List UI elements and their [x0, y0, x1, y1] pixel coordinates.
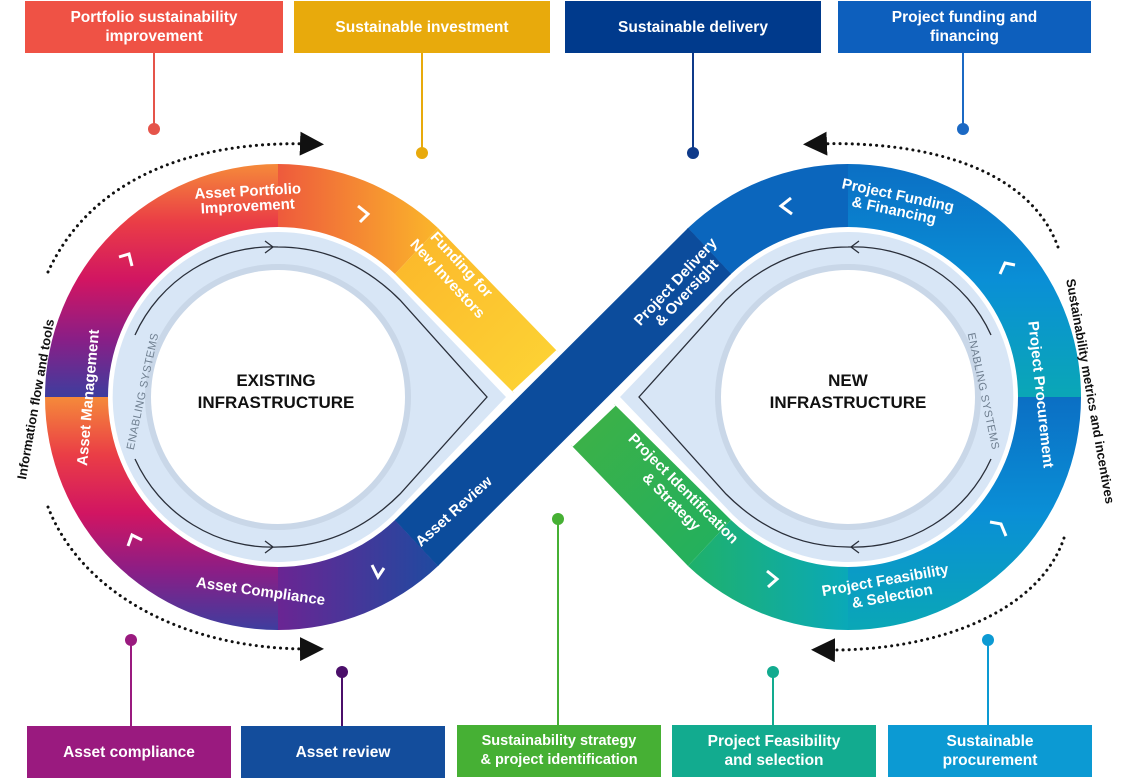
chevrons [118, 196, 1016, 589]
connector-dot [148, 123, 160, 135]
stage-asset-portfolio: Improvement [200, 196, 295, 218]
right-center-title: NEW [828, 371, 869, 390]
box-sustainable-procurement: Sustainable procurement [888, 725, 1092, 777]
stage-asset-portfolio: Asset Portfolio [194, 180, 301, 203]
band-segment [688, 164, 848, 274]
connector-dot [416, 147, 428, 159]
box-line: Asset review [295, 743, 391, 761]
box-project-funding: Project funding and financing [838, 1, 1091, 53]
connector-dot [767, 666, 779, 678]
box-asset-review: Asset review [241, 726, 445, 778]
separator [512, 350, 560, 395]
chevron-icon [998, 261, 1016, 275]
box-project-feasibility: Project Feasibility and selection [672, 725, 876, 777]
dotted-arrows [46, 131, 1066, 663]
left-center-title: INFRASTRUCTURE [198, 393, 355, 412]
box-asset-compliance: Asset compliance [27, 726, 231, 778]
box-sustainable-delivery: Sustainable delivery [565, 1, 821, 53]
right-center-title: INFRASTRUCTURE [770, 393, 927, 412]
chevron-icon [370, 564, 386, 580]
band-segment [688, 520, 848, 630]
band-segment [45, 164, 278, 397]
box-line: Sustainable delivery [618, 18, 768, 36]
connectors-bottom [125, 513, 994, 726]
right-cycle-arrow-icon [849, 540, 860, 554]
band-segment-funding [395, 228, 558, 393]
left-center-circle [151, 270, 405, 524]
box-sustainability-strategy: Sustainability strategy & project identif… [457, 725, 661, 777]
left-loop [45, 164, 558, 630]
right-center-circle [721, 270, 975, 524]
right-cycle-line [638, 246, 992, 548]
band-segment [278, 520, 438, 630]
box-line: Sustainable [946, 733, 1034, 750]
chevron-icon [778, 196, 793, 216]
box-line: improvement [105, 28, 203, 45]
box-line: Project funding and [891, 9, 1038, 26]
left-cycle-arrow-icon [264, 240, 275, 254]
left-cycle-arrow-icon [264, 540, 275, 554]
band-segment [278, 164, 438, 274]
box-line: financing [930, 28, 999, 45]
chevron-icon [118, 252, 134, 267]
dotted-arrow-top-left [46, 131, 324, 274]
left-center-title: EXISTING [236, 371, 315, 390]
box-sustainable-investment: Sustainable investment [294, 1, 550, 53]
chevron-icon [989, 520, 1008, 537]
band-segment [45, 397, 278, 630]
dotted-arrow-bottom-left [46, 505, 324, 662]
connector-dot [982, 634, 994, 646]
box-line: & project identification [480, 752, 638, 768]
connector-dot [552, 513, 564, 525]
dotted-arrow-top-right [803, 131, 1060, 249]
left-cycle-line [134, 246, 488, 548]
connectors-top [148, 53, 969, 159]
connector-dot [957, 123, 969, 135]
band-segment [848, 164, 1081, 397]
chevron-icon [126, 532, 143, 547]
box-line: procurement [942, 752, 1038, 769]
box-line: and selection [724, 752, 824, 769]
box-line: Sustainable investment [335, 18, 509, 36]
connector-dot [336, 666, 348, 678]
box-portfolio-sustainability: Portfolio sustainability improvement [25, 1, 283, 53]
dotted-arrow-bottom-right [811, 536, 1066, 663]
chevron-icon [357, 204, 371, 224]
band-segment-identification [571, 404, 731, 566]
right-cycle-arrow-icon [849, 240, 860, 254]
box-line: Sustainability strategy [481, 733, 637, 749]
box-line: Asset compliance [63, 743, 195, 761]
right-loop [571, 164, 1081, 630]
connector-dot [125, 634, 137, 646]
connector-dot [687, 147, 699, 159]
band-diagonal [395, 228, 731, 566]
separator [569, 402, 616, 447]
box-line: Project Feasibility [707, 733, 841, 750]
box-line: Portfolio sustainability [70, 9, 238, 26]
band-segment [848, 397, 1081, 630]
chevron-icon [766, 569, 780, 589]
